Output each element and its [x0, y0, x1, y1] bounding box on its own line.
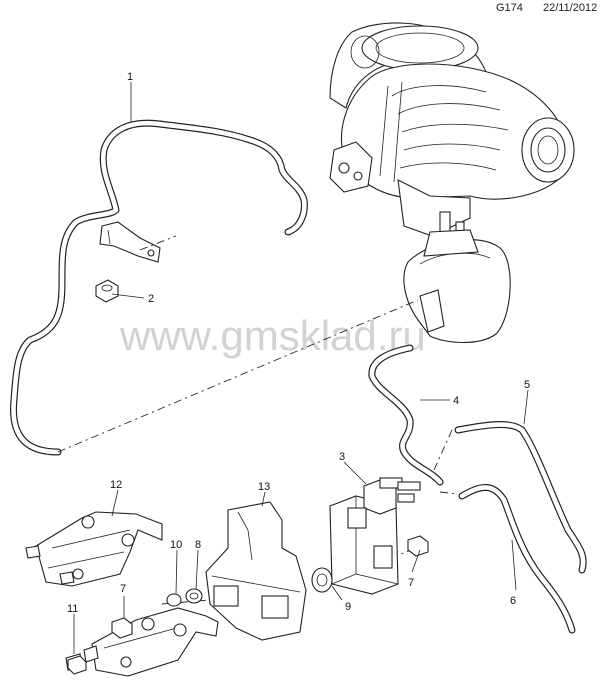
svg-text:12: 12	[110, 479, 122, 491]
bracket-icon	[65, 607, 219, 677]
svg-text:11: 11	[67, 603, 78, 615]
bracket-icon	[205, 501, 307, 641]
callout-5: 5	[523, 379, 530, 425]
svg-text:6: 6	[510, 595, 516, 607]
svg-text:8: 8	[195, 539, 201, 551]
callout-11: 11	[67, 603, 78, 654]
bracket-icon	[25, 511, 163, 587]
svg-text:10: 10	[170, 539, 182, 551]
callout-1: 1	[127, 71, 133, 122]
callout-10: 10	[170, 539, 182, 595]
svg-text:1: 1	[127, 71, 133, 83]
svg-text:4: 4	[453, 395, 459, 407]
bolt-icon	[95, 279, 119, 303]
svg-text:7: 7	[120, 583, 126, 595]
callout-4: 4	[420, 395, 459, 407]
bolt-icon	[166, 593, 182, 607]
svg-text:3: 3	[339, 451, 345, 463]
callout-7b: 7	[120, 583, 126, 618]
bolt-icon	[311, 567, 333, 593]
svg-text:2: 2	[148, 293, 154, 305]
vacuum-line-icon	[10, 119, 308, 456]
callout-3: 3	[339, 451, 367, 485]
callout-8: 8	[195, 539, 201, 591]
callout-7a: 7	[408, 549, 421, 589]
diagram-code: G174	[496, 2, 523, 14]
watermark-text: www.gmsklad.ru	[119, 312, 426, 359]
vacuum-line-icon	[454, 421, 587, 634]
solenoid-valve-icon	[329, 477, 421, 595]
turbocharger-icon	[329, 22, 575, 343]
svg-text:5: 5	[524, 379, 530, 391]
vacuum-line-icon	[368, 344, 444, 486]
svg-text:13: 13	[258, 481, 270, 493]
callout-2: 2	[111, 293, 154, 305]
bolt-icon	[407, 535, 429, 557]
bolt-icon	[185, 588, 203, 604]
svg-text:7: 7	[408, 577, 414, 589]
diagram-date: 22/11/2012	[543, 2, 598, 14]
bolt-icon	[67, 655, 87, 675]
callout-6: 6	[510, 539, 517, 607]
callout-13: 13	[258, 481, 270, 507]
callout-12: 12	[110, 479, 122, 517]
callout-9: 9	[331, 585, 351, 613]
svg-text:9: 9	[345, 601, 351, 613]
